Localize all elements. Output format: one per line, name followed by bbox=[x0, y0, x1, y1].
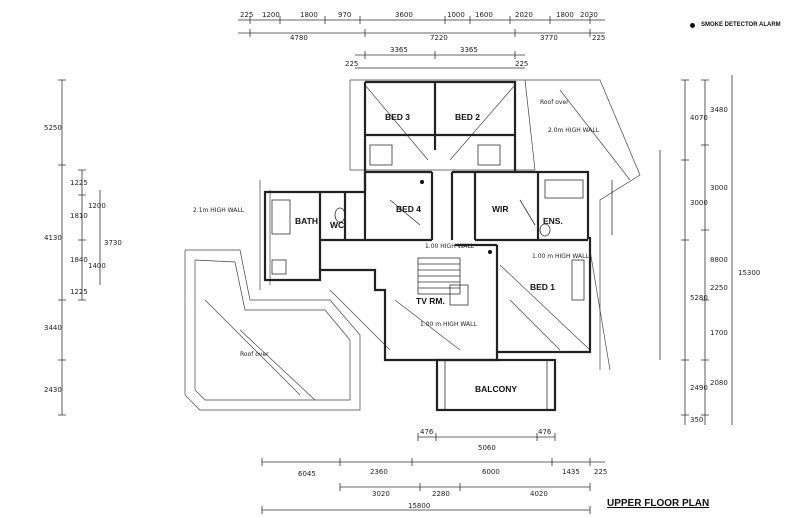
dim-label: 1400 bbox=[88, 262, 106, 270]
dim-label: 3770 bbox=[540, 34, 558, 42]
dim-label: 4780 bbox=[290, 34, 308, 42]
dim-label: 3440 bbox=[44, 324, 62, 332]
dim-label: 8800 bbox=[710, 256, 728, 264]
drawing-title: UPPER FLOOR PLAN bbox=[607, 498, 710, 509]
wall-height-note: 1.00 HIGH WALL bbox=[425, 243, 475, 250]
dim-label: 4020 bbox=[530, 490, 548, 498]
smoke-detector-icon bbox=[420, 180, 424, 184]
dim-label: 6000 bbox=[482, 468, 500, 476]
roof-over-note: Roof over bbox=[240, 351, 269, 358]
smoke-detector-icon bbox=[488, 250, 492, 254]
dim-label: 1225 bbox=[70, 179, 88, 187]
dimension-lines bbox=[58, 16, 733, 514]
dim-label: 3600 bbox=[395, 11, 413, 19]
dim-label: 6045 bbox=[298, 470, 316, 478]
room-bed2-label: BED 2 bbox=[455, 112, 480, 122]
dim-label: 3000 bbox=[710, 184, 728, 192]
dim-label: 1225 bbox=[70, 288, 88, 296]
dim-label: 1800 bbox=[556, 11, 574, 19]
dim-label: 1600 bbox=[475, 11, 493, 19]
wall-height-note: 1.00 m HIGH WALL bbox=[420, 321, 477, 328]
wall-height-note: 2.0m HIGH WALL bbox=[548, 127, 600, 134]
dim-label: 2490 bbox=[690, 384, 708, 392]
dimension-labels: 225 1200 1800 970 3600 1000 1600 2020 18… bbox=[44, 11, 760, 510]
room-labels: BED 3 BED 2 BED 4 BATH WC WIR ENS. TV RM… bbox=[295, 112, 563, 394]
dim-label: 3730 bbox=[104, 239, 122, 247]
dim-label: 5250 bbox=[44, 124, 62, 132]
dim-label: 4070 bbox=[690, 114, 708, 122]
dim-label: 1800 bbox=[300, 11, 318, 19]
legend-label: SMOKE DETECTOR ALARM bbox=[701, 22, 781, 28]
dim-label: 350 bbox=[690, 416, 703, 424]
room-bed4-label: BED 4 bbox=[396, 204, 421, 214]
dim-label: 2080 bbox=[710, 379, 728, 387]
smoke-detector-legend: SMOKE DETECTOR ALARM bbox=[690, 22, 781, 28]
dim-label: 2250 bbox=[710, 284, 728, 292]
dim-label: 2360 bbox=[370, 468, 388, 476]
room-wir-label: WIR bbox=[492, 204, 509, 214]
fixtures bbox=[271, 144, 585, 306]
room-wc-label: WC bbox=[330, 220, 344, 230]
roof-over-note: Roof over bbox=[540, 99, 569, 106]
dim-label: 1200 bbox=[262, 11, 280, 19]
dim-label: 3365 bbox=[460, 46, 478, 54]
room-ens-label: ENS. bbox=[543, 216, 563, 226]
room-bed3-label: BED 3 bbox=[385, 112, 410, 122]
room-bath-label: BATH bbox=[295, 216, 318, 226]
dim-label: 3020 bbox=[372, 490, 390, 498]
dim-label: 1000 bbox=[447, 11, 465, 19]
dim-label: 225 bbox=[515, 60, 528, 68]
dim-label: 476 bbox=[420, 428, 434, 436]
walls bbox=[263, 80, 592, 412]
dim-label: 15800 bbox=[408, 502, 430, 510]
wall-height-note: 2.1m HIGH WALL bbox=[193, 207, 245, 214]
dim-label: 970 bbox=[338, 11, 351, 19]
plan-notes: Roof over Roof over 2.1m HIGH WALL 2.0m … bbox=[193, 99, 600, 358]
dim-label: 2280 bbox=[432, 490, 450, 498]
dim-label: 476 bbox=[538, 428, 552, 436]
dim-label: 5060 bbox=[478, 444, 496, 452]
dim-label: 1840 bbox=[70, 256, 88, 264]
dim-label: 3365 bbox=[390, 46, 408, 54]
dim-label: 2430 bbox=[44, 386, 62, 394]
room-tv-label: TV RM. bbox=[416, 296, 445, 306]
dim-label: 1200 bbox=[88, 202, 106, 210]
dim-label: 1435 bbox=[562, 468, 580, 476]
dim-label: 225 bbox=[592, 34, 605, 42]
dim-label: 225 bbox=[240, 11, 253, 19]
dim-label: 225 bbox=[594, 468, 607, 476]
room-bed1-label: BED 1 bbox=[530, 282, 555, 292]
dim-label: 1700 bbox=[710, 329, 728, 337]
room-balcony-label: BALCONY bbox=[475, 384, 517, 394]
dim-label: 225 bbox=[345, 60, 358, 68]
dim-label: 2020 bbox=[515, 11, 533, 19]
dim-label: 7220 bbox=[430, 34, 448, 42]
roof-lines bbox=[184, 79, 641, 411]
dim-label: 5280 bbox=[690, 294, 708, 302]
dim-label: 4130 bbox=[44, 234, 62, 242]
smoke-detector-icon bbox=[690, 22, 695, 28]
wall-height-note: 1.00 m HIGH WALL bbox=[532, 253, 589, 260]
dim-label: 2030 bbox=[580, 11, 598, 19]
dim-label: 15300 bbox=[738, 269, 760, 277]
dim-label: 3000 bbox=[690, 199, 708, 207]
dim-label: 3480 bbox=[710, 106, 728, 114]
dim-label: 1810 bbox=[70, 212, 88, 220]
